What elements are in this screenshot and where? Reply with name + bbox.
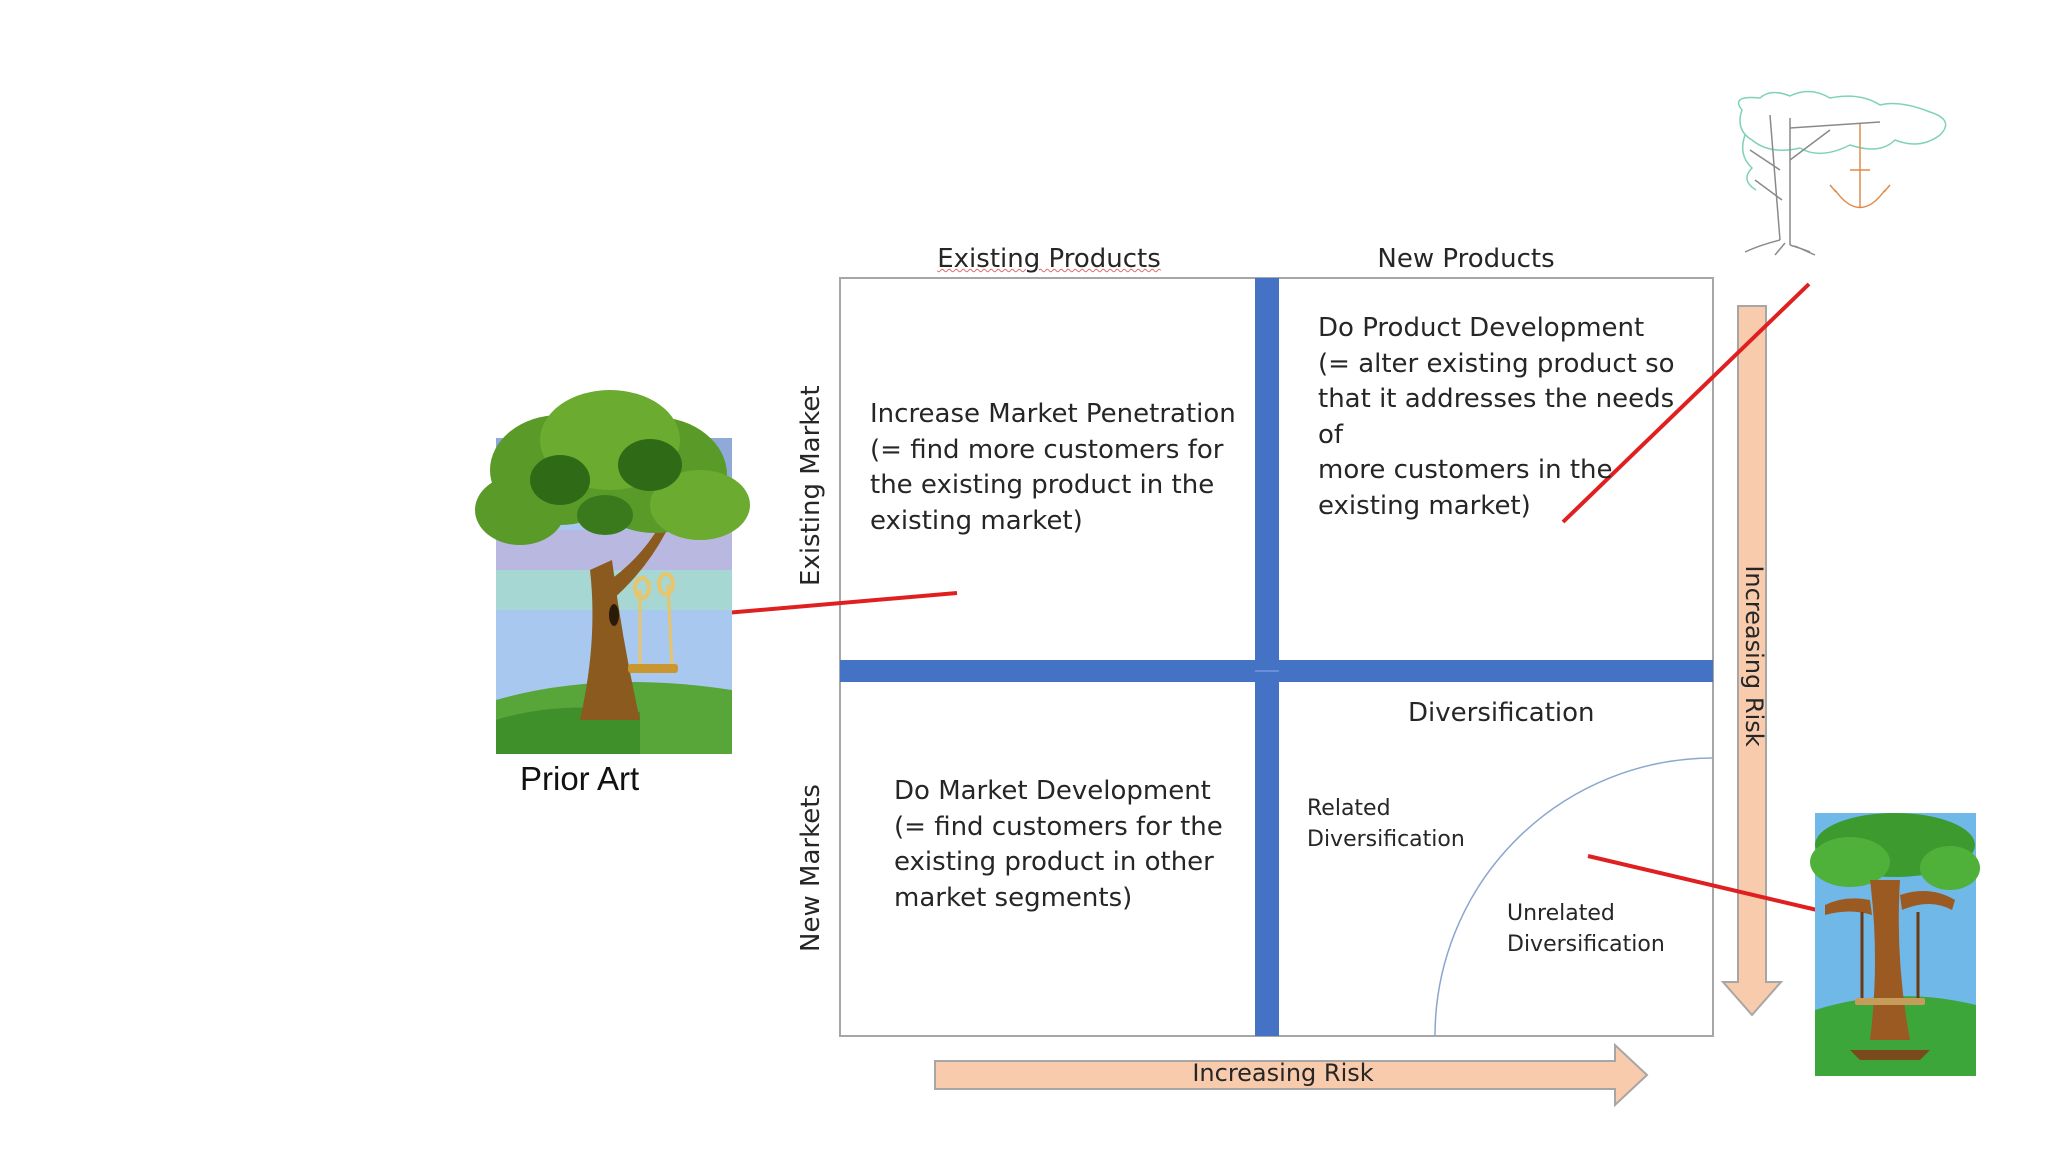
- sketch-tree-anchor-icon: [1737, 90, 1947, 256]
- cell-diversification-title: Diversification: [1408, 698, 1595, 728]
- col-header-existing-products: Existing Products: [937, 244, 1161, 274]
- pointer-line-sketch: [1561, 282, 1811, 524]
- tree-swing-cartoon-icon: [1810, 813, 1980, 1076]
- unrelated-diversification-label: Unrelated Diversification: [1507, 901, 1665, 957]
- col-header-new-products: New Products: [1377, 244, 1555, 274]
- pointer-line-cartoon: [1587, 854, 1835, 916]
- row-header-existing-market: Existing Market: [796, 385, 826, 586]
- horizontal-risk-label: Increasing Risk: [1192, 1059, 1374, 1087]
- horizontal-risk-arrow: [934, 1042, 1649, 1108]
- diversification-arc: [1434, 757, 1714, 1037]
- related-diversification-label: Related Diversification: [1307, 796, 1465, 852]
- vertical-risk-arrow: [1720, 305, 1784, 1017]
- prior-art-caption: Prior Art: [520, 760, 640, 797]
- tree-swing-icon: [475, 390, 750, 754]
- cell-market-penetration: Increase Market Penetration (= find more…: [870, 399, 1236, 536]
- vertical-risk-label: Increasing Risk: [1740, 565, 1768, 747]
- row-header-new-markets: New Markets: [796, 784, 826, 952]
- matrix-vertical-divider: [1255, 278, 1279, 1036]
- cell-product-development: Do Product Development (= alter existing…: [1318, 313, 1675, 521]
- pointer-line-prior-art: [713, 591, 958, 616]
- cell-market-development: Do Market Development (= find customers …: [894, 776, 1223, 913]
